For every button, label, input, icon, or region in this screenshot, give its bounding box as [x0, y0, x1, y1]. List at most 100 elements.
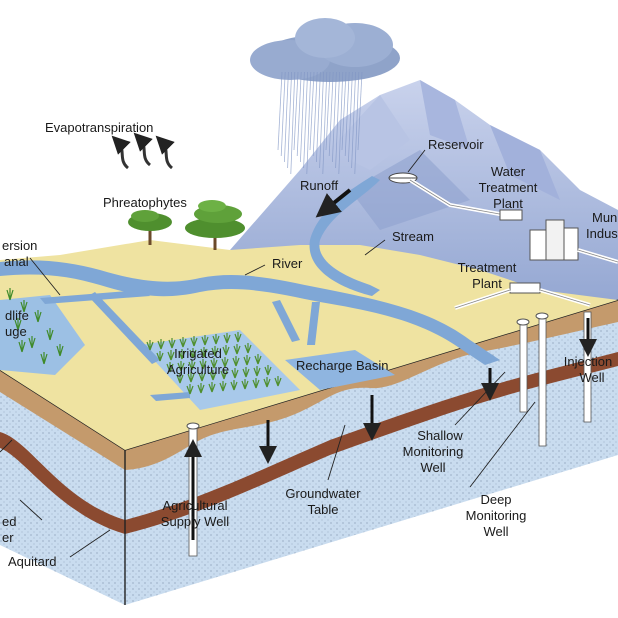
reed-plant: [46, 328, 54, 341]
label-diversion-canal-2: anal: [4, 254, 29, 269]
crop-plant: [263, 377, 271, 388]
rain-streak: [284, 71, 289, 163]
runoff-arrow: [315, 188, 352, 218]
label-recharge-basin: Recharge Basin: [296, 358, 389, 373]
crop-plant: [201, 335, 209, 346]
label-river: River: [272, 256, 303, 271]
reed-plant: [34, 310, 42, 323]
label-irrigated-agriculture-1: Irrigated: [174, 346, 222, 361]
crop-plant: [198, 371, 206, 382]
shallow-monitoring-well: [516, 318, 530, 413]
crop-plant: [253, 366, 261, 377]
label-shallow-monitoring-well-1: Shallow: [417, 428, 463, 443]
label-water-treatment-plant-3: Plant: [493, 196, 523, 211]
crop-plant: [157, 339, 165, 350]
crop-plant: [209, 370, 217, 381]
label-diversion-canal-1: ersion: [2, 238, 37, 253]
crop-plant: [188, 360, 196, 371]
rain-streaks: [277, 71, 363, 175]
label-wildlife-refuge-2: uge: [5, 324, 27, 339]
crop-plant: [212, 334, 220, 345]
rain-cloud: [250, 18, 400, 82]
rain-streak: [332, 71, 337, 163]
label-municipal-2: Indus: [586, 226, 618, 241]
label-groundwater-table-2: Table: [307, 502, 338, 517]
crop-plant: [186, 384, 194, 395]
phreatophyte-trees: [128, 200, 245, 250]
aquitard-layer-front: [0, 432, 125, 534]
label-injection-well-1: Injection: [564, 354, 612, 369]
rain-streak: [309, 71, 315, 151]
leader-lines: [0, 149, 536, 558]
municipal-industrial-buildings: [529, 219, 618, 264]
crop-plant: [146, 340, 154, 351]
reed-plant: [40, 352, 48, 365]
crop-plant: [242, 367, 250, 378]
crop-plant: [223, 333, 231, 344]
reed-plant: [28, 336, 36, 349]
reed-plant: [20, 300, 28, 313]
label-deep-monitoring-well-2: Monitoring: [466, 508, 527, 523]
label-confined-aquifer-2: er: [2, 530, 14, 545]
crop-plant: [221, 357, 229, 368]
label-municipal-1: Mun: [592, 210, 617, 225]
water-treatment-plant: [408, 178, 523, 221]
river-channel: [0, 260, 500, 365]
irrigated-field: [140, 330, 300, 410]
refuge-reeds: [6, 288, 64, 365]
rain-streak: [335, 71, 340, 169]
rain-streak: [287, 71, 292, 169]
treatment-plant: [454, 282, 591, 310]
label-irrigated-agriculture-2: Agriculture: [167, 362, 229, 377]
crop-plant: [179, 337, 187, 348]
rain-streak: [322, 71, 328, 175]
crop-plant: [190, 336, 198, 347]
crop-plant: [178, 349, 186, 360]
label-water-treatment-plant-1: Water: [491, 164, 526, 179]
rain-streak: [312, 71, 318, 157]
rain-streak: [316, 71, 321, 163]
label-agricultural-supply-well-1: Agricultural: [162, 498, 227, 513]
agricultural-supply-well: [184, 422, 202, 557]
crop-plant: [222, 345, 230, 356]
rain-streak: [325, 71, 331, 151]
rain-streak: [338, 71, 344, 175]
rain-streak: [351, 71, 356, 169]
label-groundwater-table-1: Groundwater: [285, 486, 361, 501]
crop-plant: [156, 351, 164, 362]
crop-plant: [199, 359, 207, 370]
crop-plant: [274, 376, 282, 387]
reed-plant: [18, 340, 26, 353]
label-runoff: Runoff: [300, 178, 338, 193]
rain-streak: [354, 71, 360, 175]
reed-plant: [56, 344, 64, 357]
rain-streak: [300, 71, 305, 163]
crop-plant: [210, 358, 218, 369]
crop-plant: [189, 348, 197, 359]
crop-plant: [200, 347, 208, 358]
label-agricultural-supply-well-2: Supply Well: [161, 514, 230, 529]
label-aquitard: Aquitard: [8, 554, 56, 569]
label-phreatophytes: Phreatophytes: [103, 195, 187, 210]
label-treatment-plant-2: Plant: [472, 276, 502, 291]
crop-plant: [264, 365, 272, 376]
crop-plant: [252, 378, 260, 389]
crop-plant: [168, 338, 176, 349]
crop-plant: [241, 379, 249, 390]
crop-plant: [167, 350, 175, 361]
crop-plant: [233, 344, 241, 355]
crop-plant: [232, 356, 240, 367]
land-surface: [0, 176, 618, 450]
label-wildlife-refuge-1: dlife: [5, 308, 29, 323]
rain-streak: [348, 71, 353, 163]
reed-plant: [6, 288, 14, 301]
label-treatment-plant-1: Treatment: [458, 260, 517, 275]
rain-streak: [290, 71, 296, 175]
crop-plant: [230, 380, 238, 391]
crop-plant: [187, 372, 195, 383]
crop-plant: [254, 354, 262, 365]
rain-streak: [306, 71, 312, 175]
label-deep-monitoring-well-1: Deep: [480, 492, 511, 507]
